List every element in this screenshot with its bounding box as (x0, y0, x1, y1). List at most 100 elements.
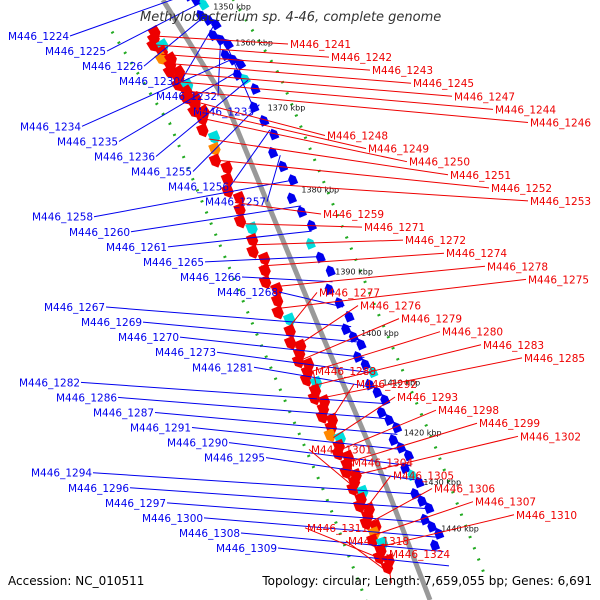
left-gene-label: M446_1233 (193, 106, 254, 118)
right-gene-label: M446_1275 (528, 274, 589, 286)
left-label-leader (227, 46, 256, 112)
plus-strand-gene (323, 428, 336, 443)
right-gene-label: M446_1301 (311, 444, 372, 456)
plus-strand-gene (220, 160, 233, 175)
left-gene-label: M446_1230 (119, 76, 180, 88)
minus-strand-gene (368, 366, 379, 379)
left-gene-label: M446_1265 (143, 257, 204, 269)
right-gene-label: M446_1288 (315, 366, 376, 378)
right-label-leader (349, 462, 360, 500)
plus-strand-gene (233, 202, 246, 217)
minus-strand-gene (344, 310, 355, 323)
right-gene-label: M446_1324 (389, 549, 450, 561)
plus-strand-gene (170, 77, 184, 92)
minus-strand-gene (325, 265, 336, 278)
left-label-leader (191, 427, 405, 451)
right-label-leader (155, 44, 330, 58)
plus-strand-gene (270, 293, 284, 308)
minus-strand-gene (427, 520, 438, 533)
scale-label: 1390 kbp (335, 267, 373, 276)
left-gene-label: M446_1281 (192, 362, 253, 374)
right-label-leader (308, 449, 355, 488)
right-gene-label: M446_1280 (442, 327, 503, 339)
right-label-leader (252, 239, 404, 246)
right-label-leader (327, 383, 355, 425)
right-gene-label: M446_1272 (405, 235, 466, 247)
plus-strand-gene (366, 533, 379, 548)
right-gene-label: M446_1252 (491, 183, 552, 195)
plus-strand-gene (162, 64, 176, 79)
minus-strand-gene (235, 58, 247, 71)
left-gene-label: M446_1234 (20, 121, 81, 133)
left-gene-label: M446_1260 (69, 227, 130, 239)
accession-text: Accession: NC_010511 (8, 574, 145, 588)
left-label-leader (204, 255, 323, 263)
minus-strand-gene (356, 338, 367, 351)
left-gene-label: M446_1294 (31, 468, 92, 480)
left-gene-label: M446_1232 (156, 91, 217, 103)
right-gene-label: M446_1304 (352, 457, 413, 469)
plus-strand-gene (208, 153, 222, 168)
right-gene-label: M446_1243 (372, 65, 433, 77)
left-gene-label: M446_1270 (118, 332, 179, 344)
left-gene-label: M446_1287 (93, 407, 154, 419)
right-label-leader (305, 331, 441, 374)
left-label-leader (203, 517, 439, 538)
left-label-leader (69, 0, 173, 37)
right-gene-label: M446_1310 (516, 510, 577, 522)
right-gene-label: M446_1279 (401, 314, 462, 326)
plus-strand-gene (178, 90, 192, 105)
plus-strand-gene (282, 312, 296, 327)
right-gene-label: M446_1247 (454, 91, 515, 103)
scale-label: 1360 kbp (235, 38, 273, 47)
left-gene-label: M446_1268 (217, 287, 278, 299)
plus-strand-gene (207, 130, 221, 145)
minus-strand-gene (424, 502, 435, 515)
left-gene-label: M446_1282 (19, 377, 80, 389)
minus-strand-gene (223, 38, 234, 51)
right-gene-label: M446_1259 (323, 209, 384, 221)
left-gene-label: M446_1256 (168, 182, 229, 194)
left-gene-label: M446_1286 (56, 392, 117, 404)
scale-label: 1370 kbp (268, 104, 306, 113)
minus-strand-gene (305, 238, 316, 250)
right-gene-label: M446_1318 (348, 536, 409, 548)
left-label-leader (106, 2, 201, 52)
left-gene-label: M446_1225 (45, 46, 106, 58)
plus-strand-gene (258, 263, 271, 278)
right-gene-label: M446_1285 (524, 353, 585, 365)
right-label-leader (386, 553, 392, 584)
scale-label: 1420 kbp (404, 429, 442, 438)
left-tick-track (231, 0, 488, 579)
left-gene-label: M446_1296 (68, 483, 129, 495)
minus-strand-gene (384, 414, 395, 426)
right-label-leader (166, 62, 412, 84)
minus-strand-gene (186, 0, 191, 2)
topology-text: Topology: circular; Length: 7,659,055 bp… (262, 574, 592, 588)
left-label-leader (117, 396, 391, 420)
plus-strand-gene (146, 37, 160, 52)
right-gene-label: M446_1305 (393, 471, 454, 483)
right-gene-label: M446_1283 (483, 340, 544, 352)
right-label-leader (172, 72, 453, 97)
left-label-leader (105, 306, 352, 328)
minus-strand-gene (414, 476, 425, 489)
scale-label: 1410 kbp (382, 379, 420, 388)
genome-title: Methylobacterium sp. 4-46, complete geno… (140, 10, 442, 25)
left-label-leader (129, 487, 428, 510)
left-gene-label: M446_1258 (32, 212, 93, 224)
left-label-leader (130, 205, 302, 233)
plus-strand-gene (245, 232, 259, 248)
right-label-leader (349, 435, 519, 477)
right-label-leader (300, 318, 400, 361)
right-gene-label: M446_1248 (327, 131, 388, 143)
minus-strand-gene (268, 146, 279, 159)
minus-strand-gene (286, 192, 298, 205)
left-label-leader (167, 230, 312, 248)
minus-strand-gene (407, 469, 418, 482)
left-label-leader (253, 366, 378, 389)
right-label-leader (208, 138, 449, 176)
left-label-leader (166, 502, 433, 524)
right-gene-label: M446_1306 (434, 484, 495, 496)
